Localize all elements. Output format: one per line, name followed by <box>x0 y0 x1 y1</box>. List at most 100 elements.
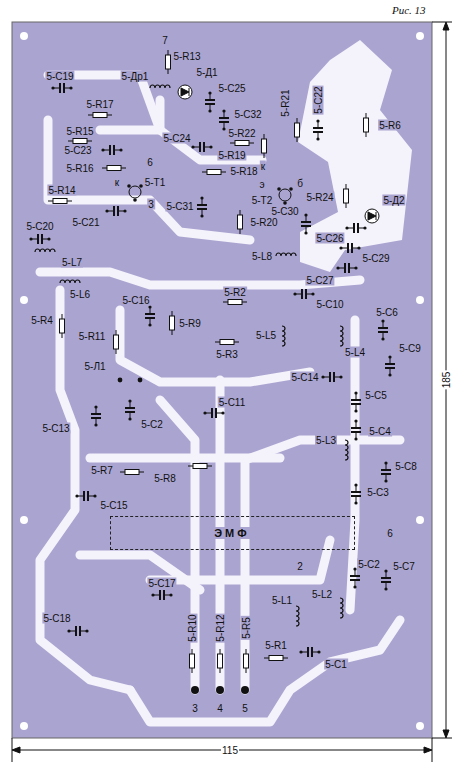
component-symbol <box>230 141 254 146</box>
component-symbol <box>29 234 50 244</box>
component-symbol <box>378 319 388 340</box>
component-symbol <box>202 170 226 175</box>
component-symbol <box>223 300 247 305</box>
component-symbol <box>344 184 349 208</box>
component-symbol <box>205 91 215 112</box>
component-symbol <box>276 253 296 256</box>
component-symbol <box>51 83 72 93</box>
pad <box>241 686 249 694</box>
component-symbol <box>340 326 343 346</box>
part-label: 5-R22 <box>227 128 256 139</box>
part-label: 5-C2 <box>357 559 381 570</box>
copper-area <box>298 40 412 272</box>
component-symbol <box>381 461 391 482</box>
part-label: б <box>296 178 304 189</box>
figure-caption: Рис. 13 <box>392 4 426 16</box>
component-symbol <box>364 113 369 137</box>
component-symbol <box>88 113 112 118</box>
component-symbol <box>295 118 300 142</box>
component-symbol <box>345 440 348 460</box>
part-label: 5-Д1 <box>195 67 218 78</box>
component-symbol <box>60 314 65 338</box>
part-label: 5-R13 <box>172 51 201 62</box>
component-symbol <box>190 649 195 673</box>
part-label: 5-C14 <box>290 372 319 383</box>
part-label: 5-C2 <box>140 419 164 430</box>
part-label: 5-R2 <box>223 287 247 298</box>
part-label: 5-C6 <box>375 307 399 318</box>
part-label: 5-C25 <box>217 83 246 94</box>
part-label: 5-T1 <box>144 177 167 188</box>
components <box>29 50 395 694</box>
part-label: 5-L1 <box>271 595 293 606</box>
component-symbol <box>282 326 285 346</box>
part-label: 5-C10 <box>315 299 344 310</box>
component-symbol <box>296 606 299 626</box>
part-label: 7 <box>161 35 169 46</box>
component-symbol <box>301 213 311 234</box>
component-symbol <box>191 142 212 152</box>
component-symbol <box>125 399 135 420</box>
component-symbol <box>170 311 175 335</box>
part-label: 5-R14 <box>47 185 76 196</box>
component-symbol <box>188 464 212 469</box>
part-label: 5-C9 <box>398 343 422 354</box>
part-label: 5-C21 <box>71 217 100 228</box>
mounting-holes <box>20 32 424 730</box>
component-symbol <box>91 405 101 426</box>
part-label: 5-T2 <box>251 195 274 206</box>
part-label: к <box>114 177 120 188</box>
part-label: 5-R9 <box>178 318 202 329</box>
component-symbol <box>151 590 172 600</box>
component-symbol <box>138 378 143 383</box>
component-symbol <box>244 649 249 673</box>
part-label: 5-R11 <box>78 331 107 342</box>
part-label: 5-C11 <box>218 397 247 408</box>
part-label: 5-R21 <box>280 88 291 117</box>
part-label: 5-R8 <box>153 473 177 484</box>
part-label: 5-L5 <box>255 330 277 341</box>
part-label: 5-C31 <box>165 201 194 212</box>
part-label: 5-C22 <box>313 85 324 114</box>
component-symbol <box>218 649 223 673</box>
part-label: 5 <box>241 703 249 714</box>
component-symbol <box>197 196 207 217</box>
component-symbol <box>277 187 293 205</box>
part-label: 5-R5 <box>241 616 252 640</box>
part-label: 5-C23 <box>63 145 92 156</box>
part-label: э <box>258 179 265 190</box>
part-label: 2 <box>296 561 304 572</box>
component-symbol <box>351 391 361 412</box>
part-label: 5-C18 <box>42 613 71 624</box>
part-label: 6 <box>386 528 394 539</box>
component-symbol <box>178 85 192 99</box>
board <box>12 22 432 738</box>
traces <box>40 75 400 722</box>
part-label: 5-C4 <box>368 426 392 437</box>
pad <box>216 686 224 694</box>
component-symbol <box>351 419 361 440</box>
part-label: 5-C15 <box>99 500 128 511</box>
component-symbol <box>299 647 320 657</box>
part-label: 5-L3 <box>315 435 337 446</box>
component-symbol <box>365 209 379 223</box>
part-label: 5-R16 <box>65 163 94 174</box>
component-symbol <box>35 249 55 252</box>
part-name: ЭМФ <box>212 527 251 539</box>
part-label: 5-R17 <box>85 99 114 110</box>
component-symbol <box>321 372 342 382</box>
part-label: 5-Л1 <box>83 361 106 372</box>
part-label: 5-R18 <box>229 166 258 177</box>
component-symbol <box>101 145 122 155</box>
component-symbol <box>67 626 88 636</box>
component-symbol <box>215 340 239 345</box>
component-symbol <box>166 50 171 74</box>
part-label: 5-C19 <box>45 71 74 82</box>
part-label: 5-Др1 <box>121 71 150 82</box>
component-symbol <box>345 223 366 233</box>
component-symbol <box>102 166 126 171</box>
part-label: 5-C17 <box>147 578 176 589</box>
part-label: 5-R1 <box>264 640 288 651</box>
part-label: 5-Д2 <box>382 195 405 206</box>
